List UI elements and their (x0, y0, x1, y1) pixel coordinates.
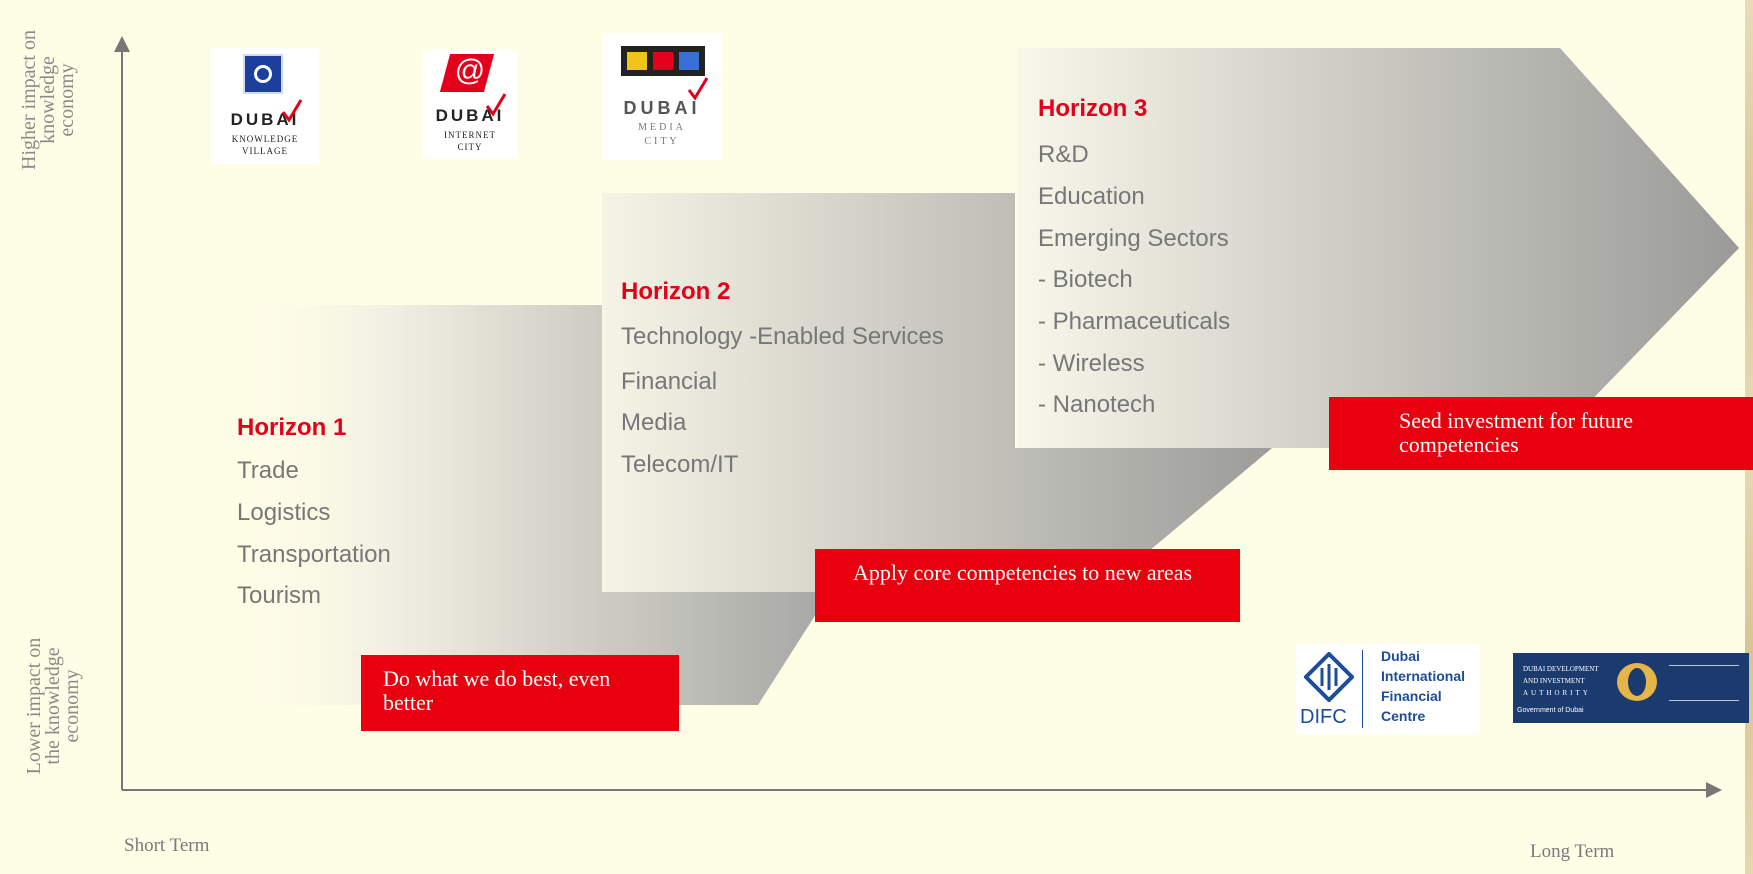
horizon-3-item: Education (1038, 183, 1145, 210)
difc-emblem-icon (1304, 652, 1354, 702)
internet-city-name: DUBAI (435, 106, 505, 125)
difc-divider (1362, 650, 1363, 728)
knowledge-village-sub2: VILLAGE (242, 146, 288, 156)
ddia-arabic-text-icon (1669, 665, 1739, 701)
dubai-media-city-logo: DUBAI MEDIA CITY (603, 34, 721, 160)
knowledge-village-name: DUBAI (230, 110, 300, 129)
media-city-name: DUBAI (623, 98, 701, 118)
y-axis-arrowhead (114, 36, 130, 52)
dubai-knowledge-village-logo: DUBAI KNOWLEDGE VILLAGE (211, 48, 319, 164)
ddia-line1: DUBAI DEVELOPMENT (1523, 665, 1599, 673)
horizon-1-item: Tourism (237, 582, 322, 609)
callout-horizon-2: Apply core competencies to new areas (815, 549, 1240, 622)
horizon-3-item: - Wireless (1038, 350, 1145, 377)
horizon-3-arrow (1017, 48, 1739, 448)
internet-city-symbol: @ (454, 54, 486, 87)
difc-line2: International (1381, 668, 1466, 684)
difc-abbr: DIFC (1300, 706, 1347, 728)
callout-horizon-3: Seed investment for future competencies (1329, 397, 1753, 470)
internet-city-sub2: CITY (457, 142, 483, 152)
horizon-2-item: Telecom/IT (621, 451, 739, 478)
horizon-2-arrow (602, 193, 1272, 592)
horizon-1-item: Transportation (237, 541, 391, 568)
horizon-3-item: Emerging Sectors (1038, 225, 1229, 252)
horizon-1-item: Logistics (237, 499, 331, 526)
knowledge-village-sub1: KNOWLEDGE (231, 134, 299, 144)
x-axis-left-label: Short Term (124, 835, 210, 856)
ddia-line4: Government of Dubai (1517, 707, 1584, 714)
ddia-line2: AND INVESTMENT (1523, 677, 1585, 685)
horizon-1-arrow (230, 305, 830, 705)
media-city-sub2: CITY (644, 136, 680, 147)
ddia-crescent-icon (1617, 663, 1657, 701)
horizon-1-item: Trade (237, 457, 299, 484)
internet-city-sub1: INTERNET (444, 130, 496, 140)
ddia-logo: DUBAI DEVELOPMENT AND INVESTMENT AUTHORI… (1513, 653, 1749, 723)
x-axis-arrowhead (1706, 782, 1722, 798)
horizon-3-title: Horizon 3 (1038, 95, 1148, 122)
horizon-2-item: Financial (621, 368, 718, 395)
red-check-icon (281, 99, 303, 123)
horizon-3-item: R&D (1038, 141, 1089, 168)
horizon-2-item: Technology -Enabled Services (621, 323, 944, 350)
y-axis-top-label: Higher impact on knowledge economy (18, 30, 78, 170)
media-city-sub1: MEDIA (638, 122, 686, 133)
difc-line1: Dubai (1381, 648, 1420, 664)
ddia-line3: AUTHORITY (1523, 689, 1591, 697)
knowledge-village-emblem-icon (243, 54, 283, 94)
red-check-icon (485, 93, 507, 117)
media-city-film-strip-icon (621, 46, 705, 76)
horizon-2-item: Media (621, 409, 687, 436)
x-axis-right-label: Long Term (1530, 841, 1615, 862)
red-check-icon (687, 77, 709, 101)
callout-horizon-1: Do what we do best, even better (361, 655, 679, 731)
horizon-3-item: - Pharmaceuticals (1038, 308, 1231, 335)
difc-line3: Financial (1381, 688, 1442, 704)
horizon-2-title: Horizon 2 (621, 278, 731, 305)
difc-line4: Centre (1381, 708, 1426, 724)
difc-logo: DIFC Dubai International Financial Centr… (1296, 644, 1480, 734)
dubai-internet-city-logo: @ DUBAI INTERNET CITY (423, 50, 517, 158)
y-axis-bottom-label: Lower impact on the knowledge economy (23, 637, 83, 775)
horizon-3-item: - Biotech (1038, 266, 1133, 293)
horizon-3-item: - Nanotech (1038, 391, 1156, 418)
horizon-1-title: Horizon 1 (237, 414, 347, 441)
